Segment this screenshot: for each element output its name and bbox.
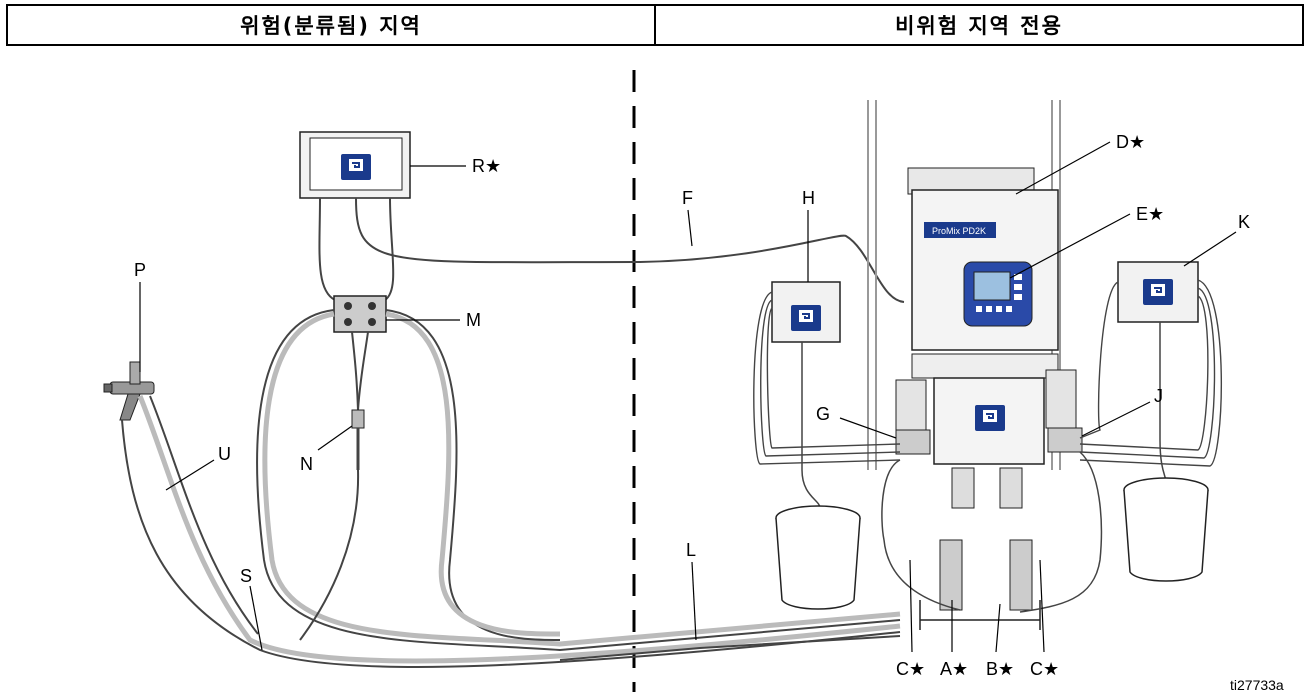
zone-header: 위험(분류됨) 지역 비위험 지역 전용 [6, 4, 1304, 46]
color-valve-stack [895, 429, 931, 455]
label-M: M [466, 310, 481, 330]
bucket-left [775, 505, 861, 610]
label-P: P [134, 260, 146, 280]
figure-reference: ti27733a [1230, 677, 1284, 693]
module-k [1117, 261, 1199, 323]
spray-gun [103, 361, 155, 421]
advanced-display-module [963, 261, 1033, 327]
graco-logo-icon [790, 304, 822, 332]
static-mixer [351, 409, 365, 429]
label-J: J [1154, 386, 1163, 406]
graco-logo-icon [340, 153, 372, 181]
label-S: S [240, 566, 252, 586]
bucket-right [1123, 477, 1209, 582]
label-C2: C★ [1030, 659, 1059, 679]
label-L: L [686, 540, 696, 560]
label-F: F [682, 188, 693, 208]
label-H: H [802, 188, 815, 208]
nonhazardous-zone-title: 비위험 지역 전용 [654, 6, 1302, 44]
hazardous-hose-bundle [256, 309, 901, 652]
label-R: R★ [472, 156, 501, 176]
label-D: D★ [1116, 132, 1145, 152]
graco-logo-icon [974, 404, 1006, 432]
label-A: A★ [940, 659, 968, 679]
fluid-proportioner [895, 353, 1077, 630]
graco-logo-icon [1142, 278, 1174, 306]
model-label: ProMix PD2K [932, 226, 986, 236]
callout-labels: R★ D★ E★ F H K P M G J N U S L C★ A★ B★ … [134, 132, 1284, 693]
label-C1: C★ [896, 659, 925, 679]
label-G: G [816, 404, 830, 424]
manifold-valves [333, 295, 387, 333]
label-B: B★ [986, 659, 1014, 679]
booth-control-h [771, 281, 841, 343]
label-E: E★ [1136, 204, 1164, 224]
remote-control-box [299, 131, 411, 199]
catalyst-valve-stack [1047, 427, 1083, 453]
label-K: K [1238, 212, 1250, 232]
label-N: N [300, 454, 313, 474]
label-U: U [218, 444, 231, 464]
hazardous-zone-title: 위험(분류됨) 지역 [240, 14, 422, 38]
